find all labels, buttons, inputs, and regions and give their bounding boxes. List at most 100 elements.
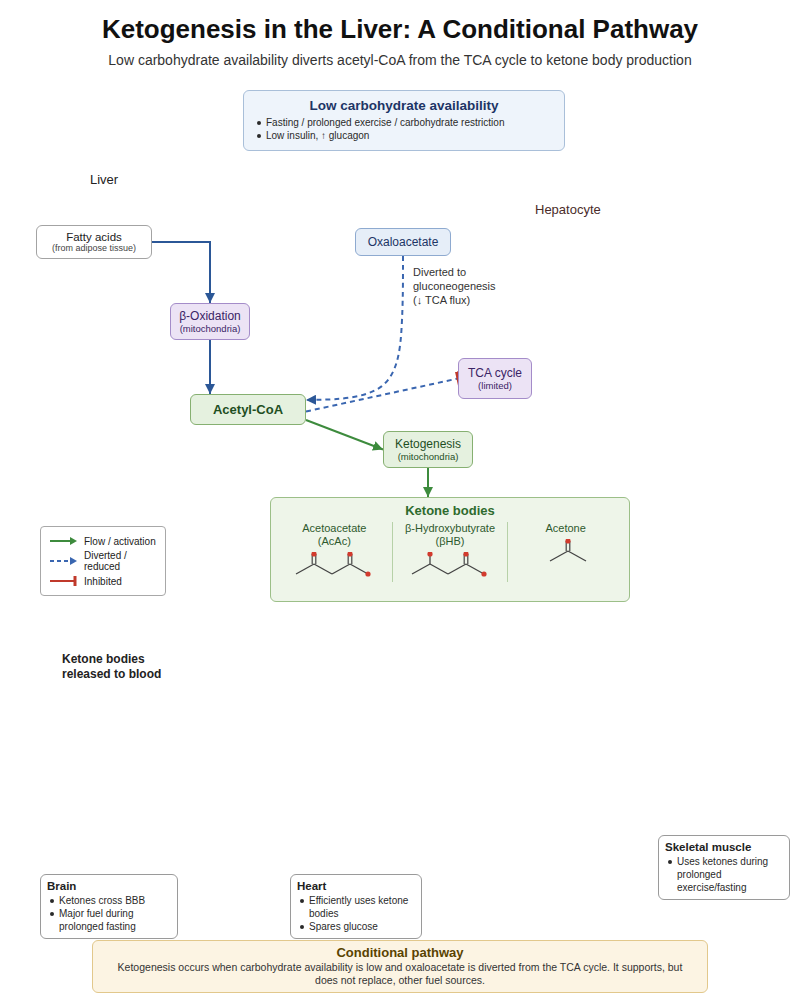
legend-arrowhead bbox=[70, 557, 77, 565]
zoom-leader bbox=[148, 93, 243, 128]
ketone-column: Acetone bbox=[507, 522, 623, 582]
ketone-name: Acetone bbox=[521, 522, 611, 535]
vessel-tube bbox=[188, 650, 800, 694]
legend-text: Flow / activation bbox=[84, 536, 156, 547]
node-text: Spares glucose bbox=[297, 920, 415, 933]
note-box: Conditional pathwayKetogenesis occurs wh… bbox=[92, 940, 708, 993]
flow-arrow bbox=[209, 340, 211, 394]
supply-arrow bbox=[172, 726, 222, 768]
legend-arrowhead bbox=[70, 537, 77, 545]
ketone-name: Acetoacetate (AcAc) bbox=[293, 522, 375, 548]
liver-illustration bbox=[16, 75, 166, 165]
oxygen-atom bbox=[427, 552, 432, 557]
flow-arrow bbox=[306, 256, 403, 400]
node-title: Acetyl-CoA bbox=[195, 402, 301, 417]
node-title: Skeletal muscle bbox=[665, 841, 783, 853]
oxygen-atom bbox=[463, 552, 468, 557]
liver-highlight bbox=[30, 94, 150, 100]
blood-vessel bbox=[181, 650, 800, 722]
cell-body bbox=[142, 178, 764, 649]
condition-box: Low carbohydrate availabilityFasting / p… bbox=[243, 90, 565, 151]
supply-arrow bbox=[610, 718, 655, 764]
release-arrow bbox=[411, 604, 414, 646]
mitochondrion-cristae bbox=[168, 341, 258, 393]
node-text: Efficiently uses ketone bodies bbox=[297, 894, 415, 920]
oxygen-atom bbox=[481, 572, 486, 577]
adipose-tissue bbox=[171, 156, 209, 197]
legend-line bbox=[50, 580, 74, 582]
legend-line bbox=[50, 540, 70, 542]
node-text: Uses ketones during prolonged exercise/f… bbox=[665, 855, 783, 894]
vessel-opening bbox=[181, 650, 195, 694]
vessel-branch bbox=[218, 690, 250, 722]
node-text: Ketones cross BBB bbox=[47, 894, 171, 907]
legend-sample bbox=[48, 575, 78, 587]
node-title: Oxaloacetate bbox=[360, 235, 446, 249]
node-title: Low carbohydrate availability bbox=[254, 98, 554, 113]
aorta bbox=[440, 742, 468, 791]
fat-droplets bbox=[171, 156, 209, 226]
zoom-square bbox=[138, 128, 148, 138]
flow-arrow bbox=[152, 242, 210, 303]
node-text: Fasting / prolonged exercise / carbohydr… bbox=[254, 116, 554, 129]
node-text: (mitochondria) bbox=[174, 323, 246, 334]
node-text: Ketogenesis occurs when carbohydrate ava… bbox=[105, 961, 695, 987]
bond bbox=[568, 551, 586, 561]
flow-arrow bbox=[306, 420, 383, 450]
oxygen-atom bbox=[366, 572, 371, 577]
legend-sample bbox=[48, 555, 78, 567]
bond bbox=[314, 564, 332, 574]
heart-illustration bbox=[388, 742, 490, 875]
node-title: Hepatocyte bbox=[535, 202, 601, 217]
supply-arrow bbox=[451, 700, 454, 736]
edge-label: Diverted to gluconeogenesis (↓ TCA flux) bbox=[413, 266, 505, 307]
node-title: Brain bbox=[47, 880, 171, 892]
legend-row: Inhibited bbox=[48, 575, 158, 587]
node-title: Heart bbox=[297, 880, 415, 892]
node-title: Ketogenesis bbox=[387, 437, 469, 451]
node-title: β-Oxidation bbox=[174, 309, 246, 323]
oxygen-atom bbox=[348, 552, 353, 557]
node-title: TCA cycle bbox=[462, 366, 528, 380]
droplet bbox=[183, 219, 190, 226]
input-box: Fatty acids(from adipose tissue) bbox=[36, 225, 152, 259]
legend-row: Flow / activation bbox=[48, 535, 158, 547]
flow-arrow bbox=[306, 379, 458, 412]
node-text: (mitochondria) bbox=[387, 451, 469, 462]
node-title: Ketone bodies bbox=[277, 503, 623, 518]
node-text: (limited) bbox=[462, 380, 528, 391]
legend-row: Diverted / reduced bbox=[48, 550, 158, 572]
heart-body bbox=[388, 768, 490, 874]
organ-label: Liver bbox=[90, 172, 140, 187]
vena-cava bbox=[403, 748, 414, 790]
tendon bbox=[557, 854, 596, 892]
ketone-columns: Acetoacetate (AcAc)β-Hydroxybutyrate (βH… bbox=[277, 522, 623, 582]
coronary-vessel bbox=[456, 790, 470, 846]
legend-line bbox=[50, 560, 70, 562]
hepatocyte-cell: HepatocyteOxaloacetateβ-Oxidation(mitoch… bbox=[120, 170, 770, 660]
bond bbox=[550, 551, 568, 561]
annotation: Ketone bodies released to blood bbox=[62, 652, 174, 682]
bond bbox=[430, 564, 448, 574]
subtitle: Low carbohydrate availability diverts ac… bbox=[0, 52, 800, 68]
metabolite-box: Acetyl-CoA bbox=[190, 394, 306, 425]
organ-box: BrainKetones cross BBBMajor fuel during … bbox=[40, 874, 178, 939]
cell-membrane bbox=[142, 178, 764, 649]
brain-illustration bbox=[70, 770, 216, 870]
organ-box: HeartEfficiently uses ketone bodiesSpare… bbox=[290, 874, 422, 939]
structural-formula bbox=[518, 539, 614, 569]
diagram-title: Ketogenesis in the Liver: A Conditional … bbox=[0, 14, 800, 45]
pulmonary-artery bbox=[452, 760, 478, 785]
ketone-column: Acetoacetate (AcAc) bbox=[277, 522, 392, 582]
droplet bbox=[190, 204, 198, 212]
bond bbox=[448, 564, 466, 574]
oxygen-atom bbox=[565, 539, 570, 544]
ketone-particles bbox=[202, 661, 770, 689]
liver-shape bbox=[16, 75, 166, 165]
process-box: Ketogenesis(mitochondria) bbox=[383, 431, 473, 468]
node-title: Conditional pathway bbox=[105, 945, 695, 961]
liver-lobe-line bbox=[60, 88, 87, 160]
coronary-vessel bbox=[439, 784, 442, 866]
legend-text: Inhibited bbox=[84, 576, 122, 587]
